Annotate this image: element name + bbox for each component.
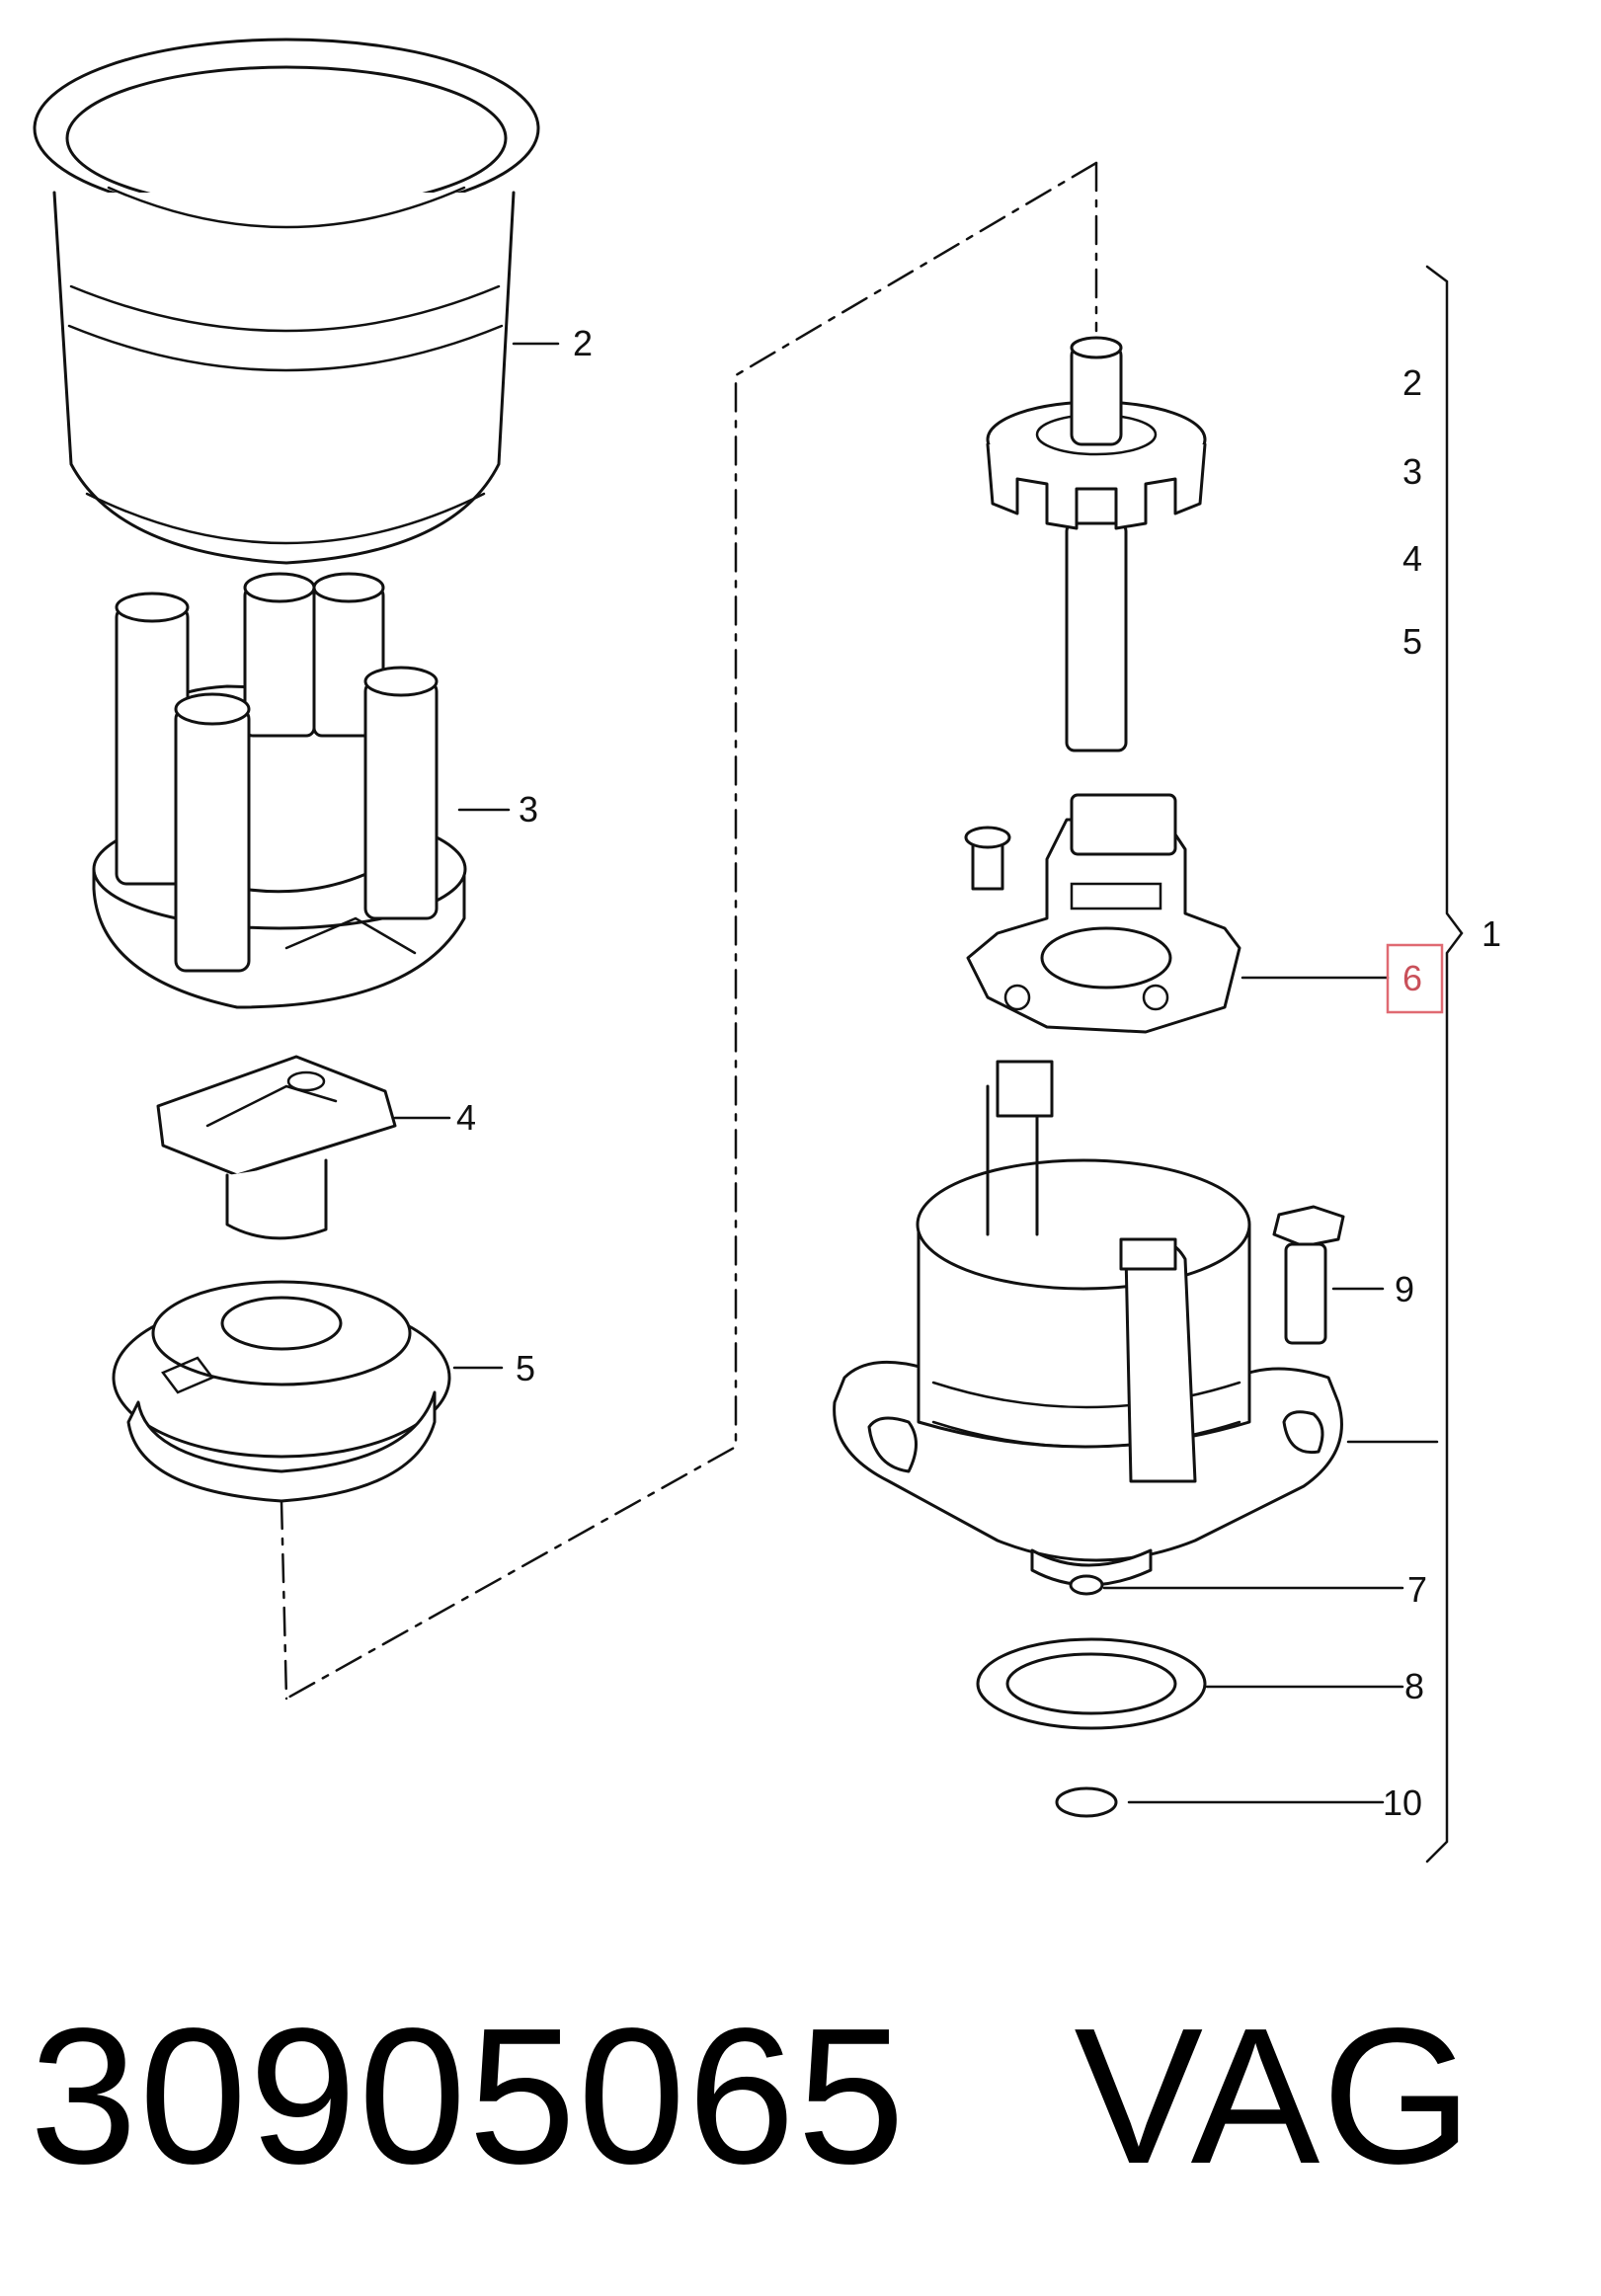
group-bracket xyxy=(1425,265,1464,1863)
leader-lines xyxy=(393,342,1439,1804)
highlight-box xyxy=(1386,943,1444,1014)
callout-seal-ring: 8 xyxy=(1404,1666,1424,1706)
callout-rotor: 4 xyxy=(456,1097,476,1138)
washer-drawing xyxy=(1055,1786,1118,1818)
callout-washer: 10 xyxy=(1383,1782,1422,1823)
part-number-footer: 30905065 VAG xyxy=(30,2000,1475,2193)
shaft-drawing xyxy=(986,336,1207,752)
brand-name: VAG xyxy=(1074,1988,1475,2204)
callout-distributor-cap: 3 xyxy=(519,789,538,830)
shield-seal-drawing xyxy=(112,1280,451,1503)
callout-shield: 5 xyxy=(516,1348,535,1388)
bolt-drawing xyxy=(1272,1205,1345,1345)
distributor-housing-drawing xyxy=(833,1060,1343,1596)
callout-hall-sender: 6 xyxy=(1402,958,1422,998)
callout-o-ring: 7 xyxy=(1407,1569,1427,1610)
callout-assembly: 1 xyxy=(1481,913,1501,954)
dust-cover-drawing xyxy=(33,38,540,565)
seal-ring-drawing xyxy=(976,1637,1207,1730)
bracket-item-4: 4 xyxy=(1402,538,1422,579)
part-number: 30905065 xyxy=(30,1988,908,2204)
assembly-boundary-lines xyxy=(280,161,1098,1701)
bracket-item-3: 3 xyxy=(1402,451,1422,492)
callout-dust-cover: 2 xyxy=(573,323,593,363)
bracket-item-2: 2 xyxy=(1402,362,1422,403)
bracket-item-5: 5 xyxy=(1402,621,1422,662)
hall-sender-drawing xyxy=(964,793,1241,1034)
rotor-drawing xyxy=(156,1055,397,1240)
callout-bolt: 9 xyxy=(1395,1269,1414,1309)
distributor-cap-drawing xyxy=(92,572,467,1009)
